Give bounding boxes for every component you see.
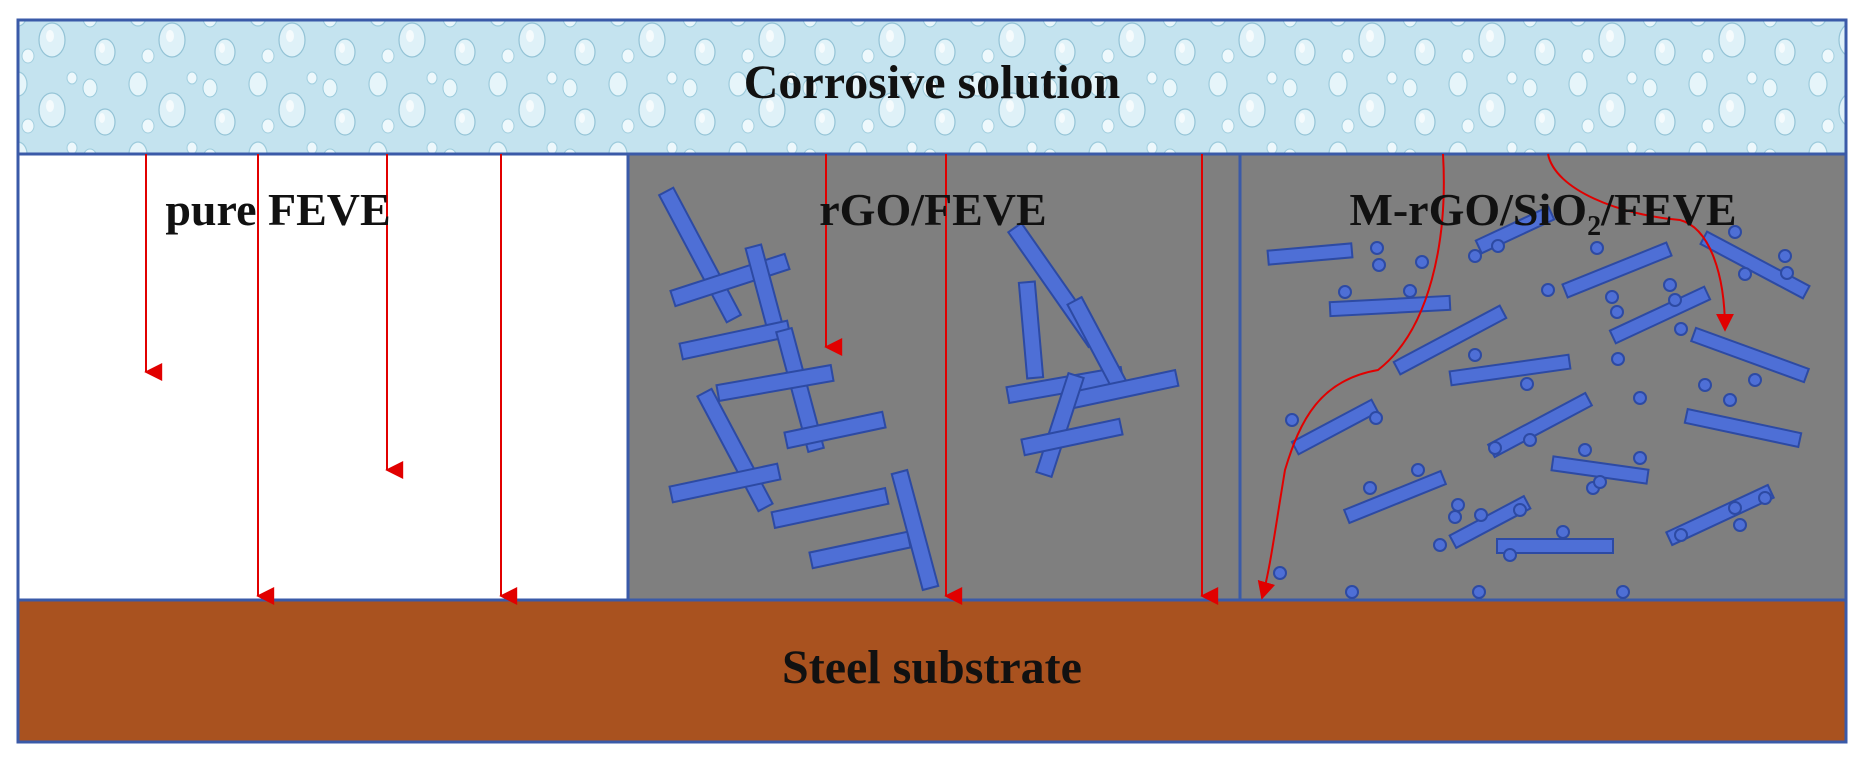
panel-rgo-feve-label: rGO/FEVE xyxy=(819,184,1046,235)
panel-m-rgo-sio2-feve-label: M-rGO/SiO2/FEVE xyxy=(1349,184,1736,242)
label-subscript: 2 xyxy=(1587,211,1601,242)
steel-substrate-layer xyxy=(16,598,1848,744)
arrow-mrgo-curved-2 xyxy=(1547,153,1734,332)
steel-substrate-label: Steel substrate xyxy=(782,641,1082,694)
penetration-arrows xyxy=(144,153,1734,605)
panel-pure-feve xyxy=(16,152,630,602)
label-main-part: M-rGO/SiO xyxy=(1349,184,1587,235)
corrosive-solution-label: Corrosive solution xyxy=(744,56,1120,109)
corrosive-solution-layer xyxy=(16,18,1848,156)
arrow-mrgo-curved-1 xyxy=(1257,153,1445,600)
rgo-sheets xyxy=(657,186,1180,592)
sio2-nanoparticles xyxy=(1273,225,1794,599)
panel-pure-feve-label: pure FEVE xyxy=(165,184,390,235)
label-end-part: /FEVE xyxy=(1600,184,1736,235)
